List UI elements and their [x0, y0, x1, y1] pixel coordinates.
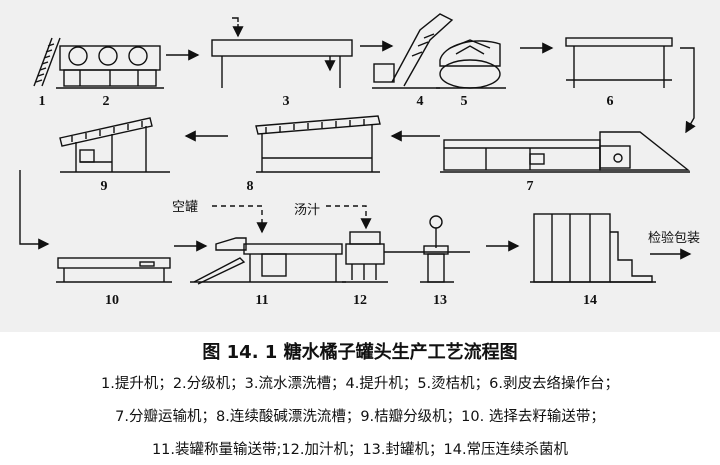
machine-4-elevator: [372, 13, 454, 89]
machine-8-acid-alkali-trough: [255, 115, 381, 173]
step-number-10: 10: [105, 293, 119, 308]
step-number-14: 14: [583, 293, 597, 308]
label-inspect-pack: 检验包装: [648, 230, 700, 246]
step-number-8: 8: [247, 179, 254, 194]
syrup-feed-line: [326, 205, 372, 230]
flow-arrow-6-7: [680, 47, 696, 134]
machine-13-seamer: [420, 215, 454, 283]
step-number-3: 3: [283, 94, 290, 109]
machine-10-selection-conveyor: [56, 257, 172, 283]
machine-6-peeling-table: [565, 37, 673, 88]
machine-5-scalder: [436, 39, 506, 89]
figure-caption: 图 14. 1 糖水橘子罐头生产工艺流程图: [202, 342, 518, 363]
step-number-6: 6: [607, 94, 614, 109]
label-syrup: 汤汁: [294, 203, 320, 218]
legend-line-3: 11.装罐称量输送带;12.加汁机；13.封罐机；14.常压连续杀菌机: [151, 442, 569, 458]
step-number-12: 12: [353, 293, 367, 308]
process-flow-diagram: 1 2 3 4 5 6 7 8 9 10 11 12 13 14 空罐 汤汁 检…: [19, 13, 700, 308]
step-number-4: 4: [417, 94, 424, 109]
step-number-2: 2: [103, 94, 110, 109]
step-number-7: 7: [527, 179, 534, 194]
machine-3-rinse-tank: [211, 17, 353, 88]
machine-12-syrup-filler: [342, 231, 388, 283]
legend-line-1: 1.提升机；2.分级机；3.流水漂洗槽；4.提升机；5.烫桔机；6.剥皮去络操作…: [100, 376, 619, 392]
label-empty-can: 空罐: [172, 200, 198, 215]
step-number-11: 11: [255, 293, 268, 308]
machine-2-grader: [56, 45, 164, 89]
machine-1-elevator: [33, 37, 61, 87]
machine-14-sterilizer: [530, 213, 656, 283]
step-number-9: 9: [101, 179, 108, 194]
machine-9-segment-grader: [59, 117, 170, 173]
step-number-1: 1: [39, 94, 46, 109]
legend-line-2: 7.分瓣运输机；8.连续酸碱漂洗流槽；9.桔瓣分级机；10. 选择去籽输送带；: [115, 409, 605, 425]
step-number-5: 5: [461, 94, 468, 109]
machine-7-segment-conveyor: [440, 131, 691, 173]
empty-can-feed-line: [212, 205, 268, 234]
flow-arrow-9-10: [19, 170, 50, 250]
machine-11-filling-conveyor: [190, 237, 346, 285]
step-number-13: 13: [433, 293, 447, 308]
